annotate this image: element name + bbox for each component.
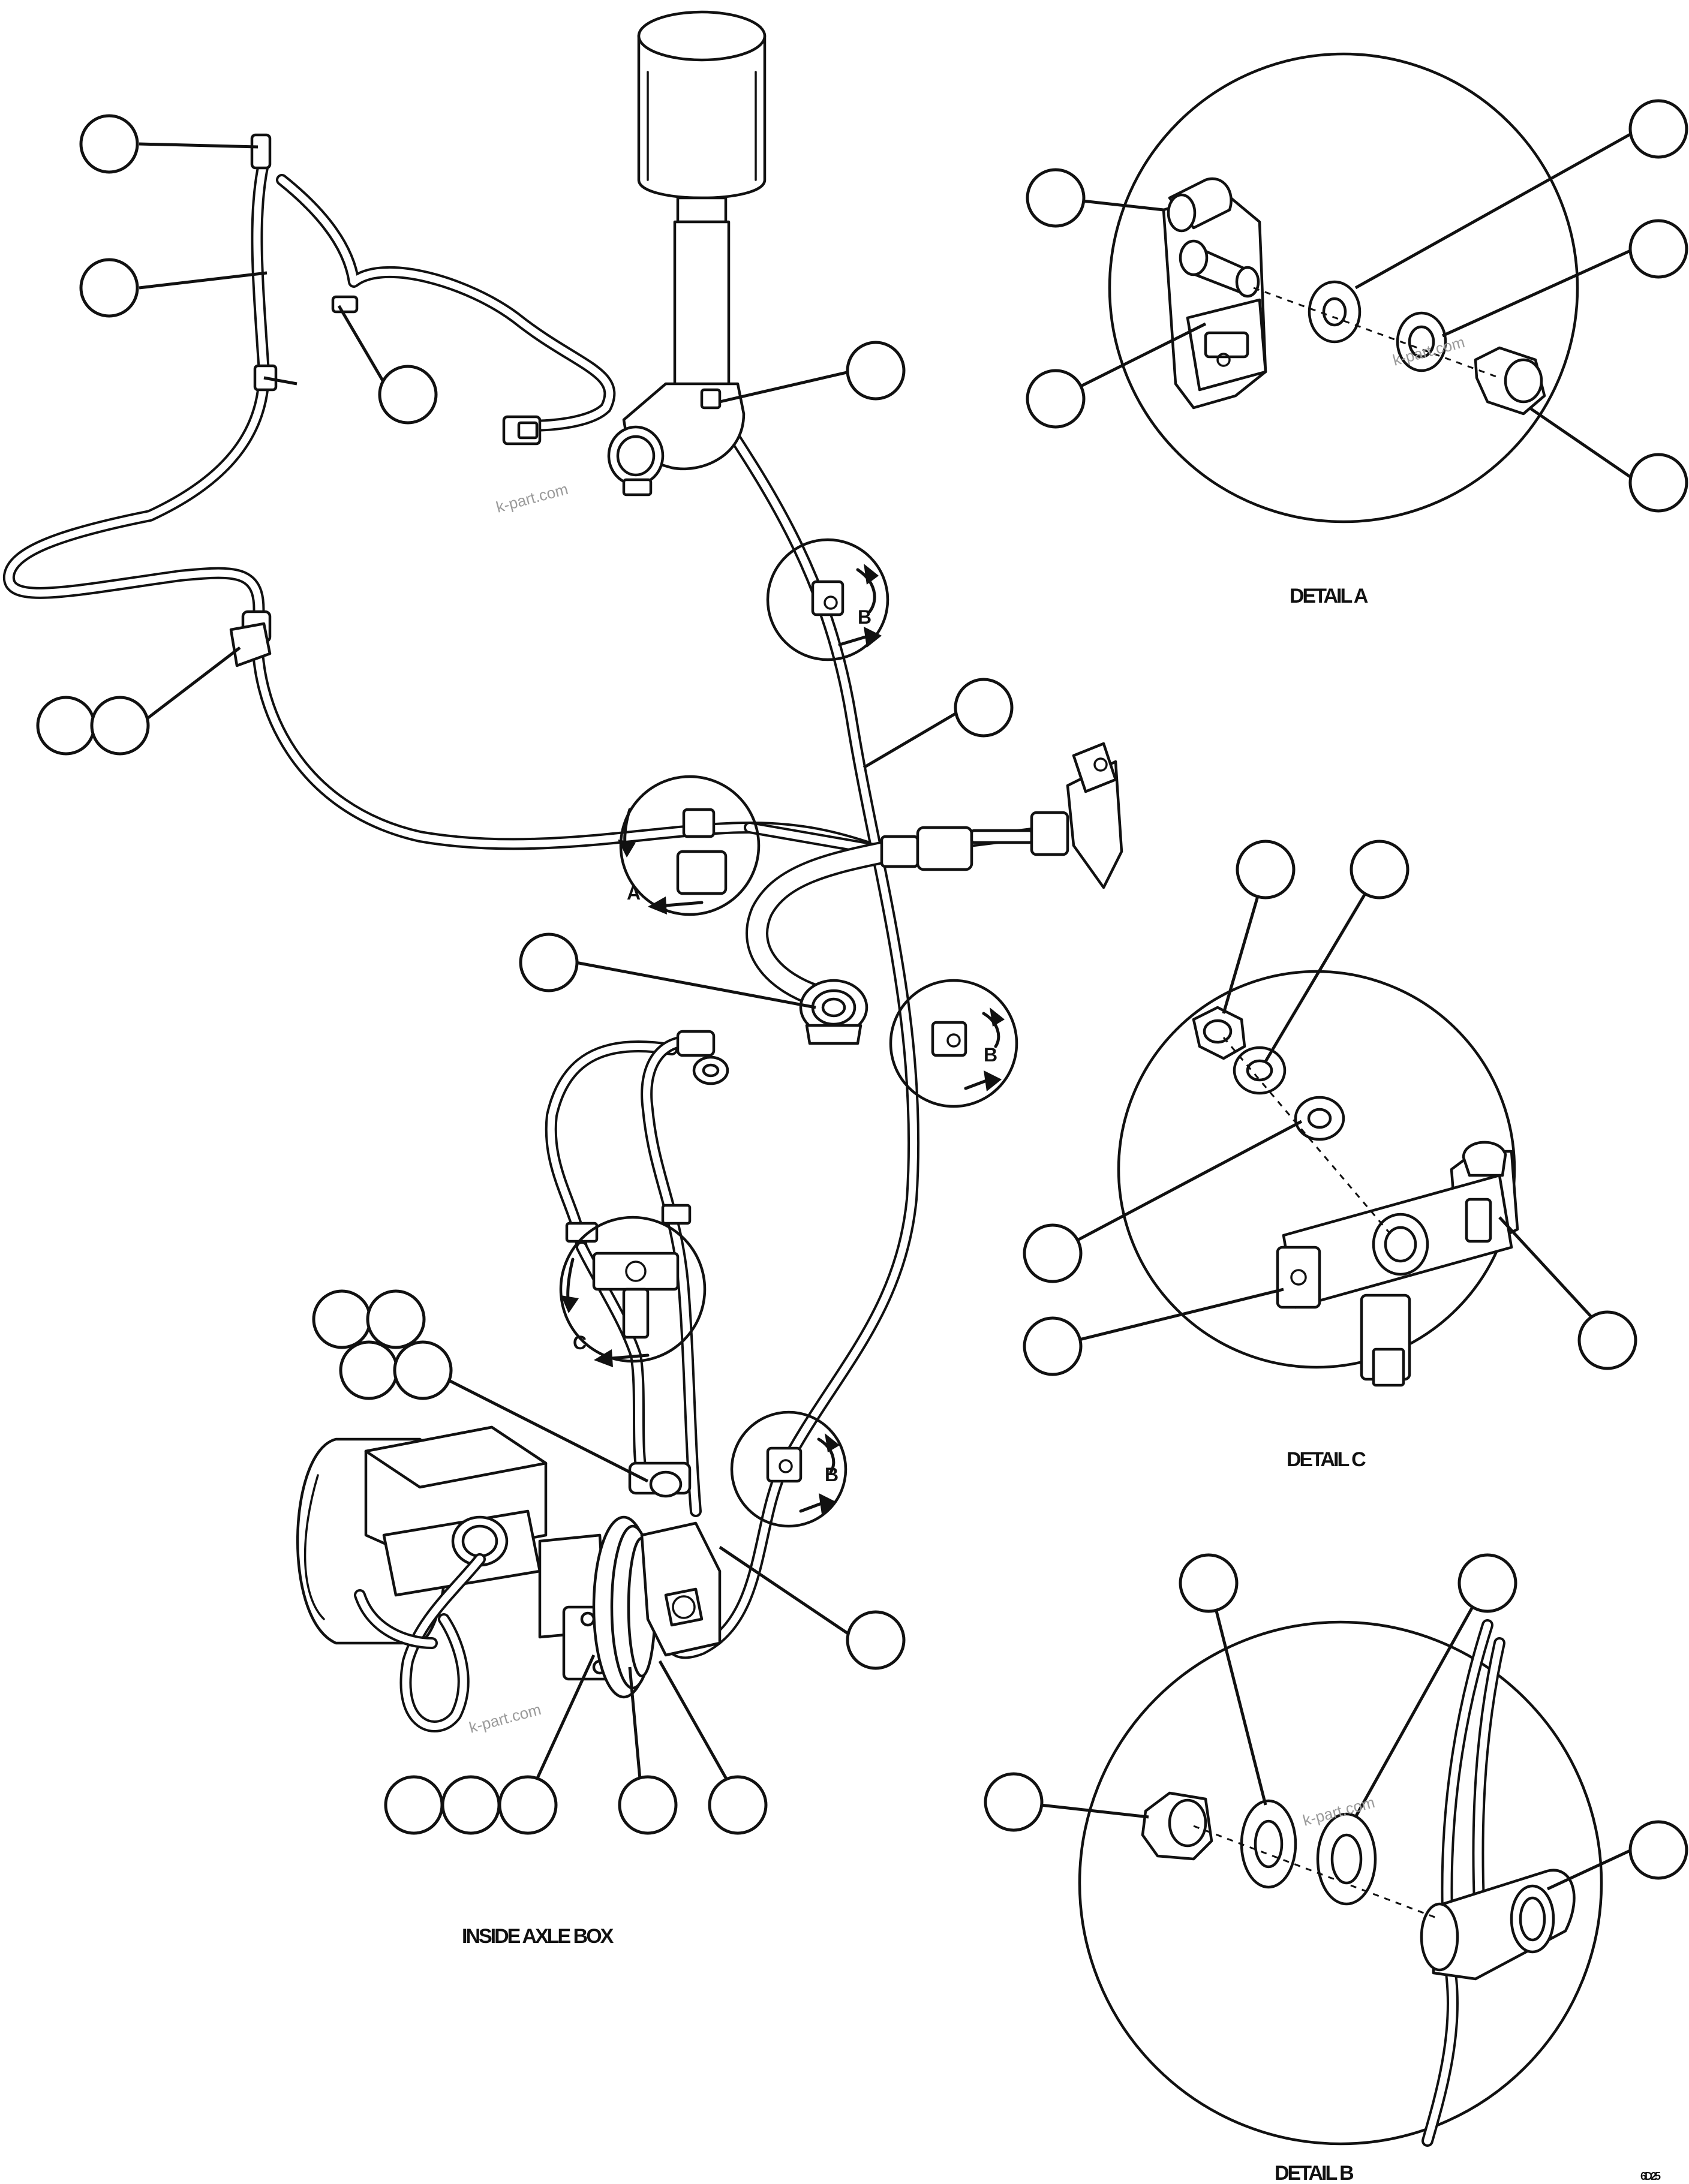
inside-axle-box-label: INSIDE AXLE BOX xyxy=(462,1925,614,1948)
main-callout-bubbles xyxy=(36,114,1014,1835)
callout-letter-a: A xyxy=(627,882,641,904)
figure-code: 6D25 xyxy=(1640,2170,1661,2182)
callout-letter-b3: B xyxy=(825,1464,838,1485)
grommet xyxy=(676,979,868,1085)
detail-a-label: DETAIL A xyxy=(1290,585,1368,607)
callout-letter-b2: B xyxy=(984,1044,997,1066)
axle-box-assembly xyxy=(296,1204,722,1732)
callout-a: A xyxy=(618,775,761,916)
watermark-1: k-part.com xyxy=(494,480,570,516)
callout-b-top: B xyxy=(766,538,889,661)
main-leaders xyxy=(137,142,967,1800)
callout-letter-c: C xyxy=(573,1332,587,1353)
detail-c-label: DETAIL C xyxy=(1287,1448,1366,1471)
callout-b-mid: B xyxy=(889,979,1018,1108)
callout-letter-b: B xyxy=(858,606,871,628)
detail-b-label: DETAIL B xyxy=(1275,2162,1354,2184)
detail-c: DETAIL C xyxy=(1023,840,1637,1471)
speed-sensor xyxy=(880,742,1123,889)
callout-c: C xyxy=(559,1216,707,1367)
detail-a: DETAIL A xyxy=(1026,52,1688,607)
watermark-3: k-part.com xyxy=(467,1700,543,1737)
sender-unit xyxy=(607,10,767,497)
callout-b-low: B xyxy=(730,1410,847,1528)
detail-b: DETAIL B xyxy=(984,1553,1688,2184)
